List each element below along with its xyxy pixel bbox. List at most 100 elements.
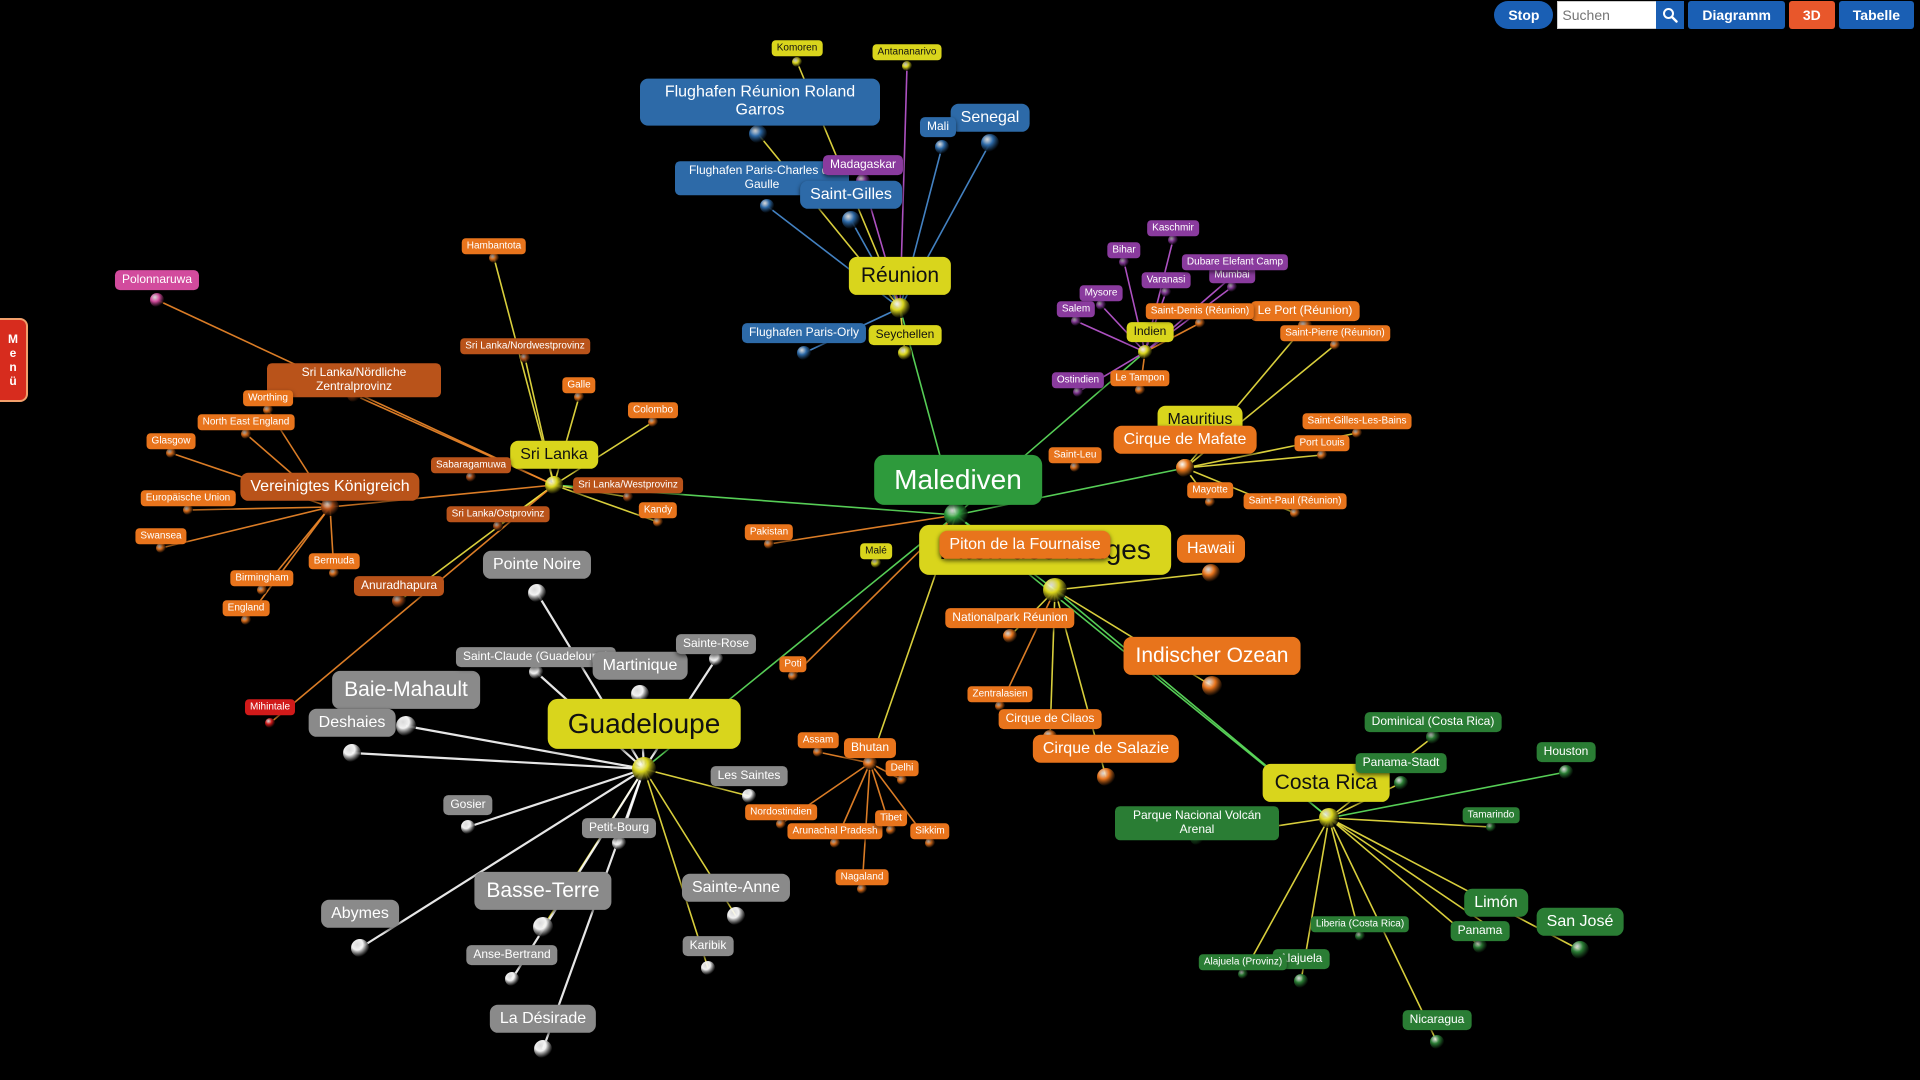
node-sphere-varanasi[interactable] [1161, 287, 1171, 297]
node-sphere-nagaland[interactable] [857, 884, 867, 894]
node-sphere-flughafen_cdg[interactable] [760, 199, 774, 213]
node-label-panamastadt[interactable]: Panama-Stadt [1355, 753, 1447, 773]
node-sphere-guadeloupe[interactable] [632, 757, 656, 781]
node-label-arenal[interactable]: Parque Nacional Volcán Arenal [1115, 806, 1279, 840]
node-label-poti[interactable]: Poti [779, 656, 807, 672]
node-sphere-cirque_mafate[interactable] [1176, 459, 1194, 477]
node-sphere-anuradhapura[interactable] [392, 594, 406, 608]
node-sphere-panama[interactable] [1473, 939, 1487, 953]
node-label-galle[interactable]: Galle [562, 377, 596, 393]
node-sphere-alajuela[interactable] [1294, 974, 1308, 988]
node-sphere-lessaintes[interactable] [742, 789, 756, 803]
node-label-delhi[interactable]: Delhi [885, 760, 919, 776]
node-sphere-costarica[interactable] [1319, 808, 1339, 828]
node-label-northeast[interactable]: North East England [197, 414, 295, 430]
node-sphere-male[interactable] [871, 558, 881, 568]
node-label-saintclaude[interactable]: Saint-Claude (Guadeloupe) [455, 647, 617, 667]
node-sphere-komoren[interactable] [792, 57, 802, 67]
node-label-houston[interactable]: Houston [1536, 742, 1596, 762]
node-sphere-pitonneiges[interactable] [1043, 578, 1067, 602]
node-label-sabaragamuwa[interactable]: Sabaragamuwa [430, 457, 512, 473]
node-sphere-nicaragua[interactable] [1430, 1035, 1444, 1049]
node-label-nordostindien[interactable]: Nordostindien [745, 804, 817, 820]
node-sphere-tibet[interactable] [886, 825, 896, 835]
node-label-ansebertrand[interactable]: Anse-Bertrand [466, 945, 558, 965]
node-sphere-zentralasien[interactable] [995, 701, 1005, 711]
node-sphere-galle[interactable] [574, 392, 584, 402]
node-label-swansea[interactable]: Swansea [135, 528, 187, 544]
node-sphere-deshaies[interactable] [343, 744, 361, 762]
node-sphere-sainteanne[interactable] [727, 907, 745, 925]
node-sphere-flughafen_orly[interactable] [797, 346, 811, 360]
node-sphere-polonnaruwa[interactable] [150, 293, 164, 307]
node-label-senegal[interactable]: Senegal [950, 103, 1030, 133]
node-label-mali[interactable]: Mali [919, 117, 957, 137]
node-sphere-pointenoire[interactable] [528, 584, 546, 602]
node-label-reunion[interactable]: Réunion [848, 256, 952, 296]
node-sphere-cirque_salazie[interactable] [1097, 768, 1115, 786]
node-sphere-antananarivo[interactable] [902, 61, 912, 71]
node-label-panama[interactable]: Panama [1450, 921, 1510, 941]
node-label-pakistan[interactable]: Pakistan [744, 524, 794, 540]
node-sphere-birmingham[interactable] [257, 585, 267, 595]
node-sphere-gosier[interactable] [461, 820, 475, 834]
node-label-mihintale[interactable]: Mihintale [244, 699, 296, 715]
node-sphere-bihar[interactable] [1119, 257, 1129, 267]
node-label-varanasi[interactable]: Varanasi [1141, 272, 1191, 288]
node-sphere-hawaii[interactable] [1202, 564, 1220, 582]
node-sphere-saintclaude[interactable] [529, 665, 543, 679]
node-label-saintgilles[interactable]: Saint-Gilles [800, 180, 902, 210]
node-label-guadeloupe[interactable]: Guadeloupe [547, 698, 741, 750]
node-label-sanjose[interactable]: San José [1536, 907, 1624, 937]
node-label-srilanka_ost[interactable]: Sri Lanka/Ostprovinz [446, 506, 550, 522]
node-sphere-flughafen_roland[interactable] [749, 125, 767, 143]
node-label-pointenoire[interactable]: Pointe Noire [482, 550, 592, 580]
node-sphere-pakistan[interactable] [764, 539, 774, 549]
node-label-male[interactable]: Malé [860, 543, 892, 559]
node-label-ladesirade[interactable]: La Désirade [489, 1004, 597, 1034]
search-button[interactable] [1656, 1, 1685, 29]
node-sphere-bermuda[interactable] [329, 568, 339, 578]
node-sphere-petitbourg[interactable] [612, 836, 626, 850]
node-sphere-sainterose[interactable] [709, 652, 723, 666]
node-label-indien[interactable]: Indien [1126, 322, 1174, 342]
node-sphere-glasgow[interactable] [166, 448, 176, 458]
node-label-baiemahault[interactable]: Baie-Mahault [332, 670, 480, 710]
node-label-sainterose[interactable]: Sainte-Rose [675, 634, 757, 654]
node-sphere-saintleu[interactable] [1070, 462, 1080, 472]
node-label-liberia[interactable]: Liberia (Costa Rica) [1310, 916, 1410, 932]
node-label-assam[interactable]: Assam [797, 732, 839, 748]
node-label-flughafen_orly[interactable]: Flughafen Paris-Orly [741, 323, 867, 343]
node-sphere-letampon[interactable] [1135, 385, 1145, 395]
view-3d-button[interactable]: 3D [1788, 1, 1835, 29]
node-sphere-mali[interactable] [935, 140, 949, 154]
node-sphere-reunion[interactable] [890, 298, 910, 318]
node-sphere-indischer_ozean[interactable] [1202, 676, 1222, 696]
node-sphere-srilanka_ost[interactable] [493, 521, 503, 531]
node-label-martinique[interactable]: Martinique [592, 651, 688, 681]
node-sphere-saintgilles[interactable] [842, 211, 860, 229]
node-label-deshaies[interactable]: Deshaies [308, 708, 396, 738]
node-label-saintdenis[interactable]: Saint-Denis (Réunion) [1145, 303, 1255, 319]
node-sphere-bhutan[interactable] [863, 756, 877, 770]
node-sphere-senegal[interactable] [981, 134, 999, 152]
node-label-petitbourg[interactable]: Petit-Bourg [581, 818, 657, 838]
node-label-saintleu[interactable]: Saint-Leu [1048, 447, 1102, 463]
node-label-pitonfournaise[interactable]: Piton de la Fournaise [939, 530, 1111, 560]
node-sphere-sikkim[interactable] [925, 838, 935, 848]
node-sphere-salem[interactable] [1071, 316, 1081, 326]
node-label-saintpierre[interactable]: Saint-Pierre (Réunion) [1280, 325, 1390, 341]
node-label-hambantota[interactable]: Hambantota [461, 238, 527, 254]
node-sphere-worthing[interactable] [263, 405, 273, 415]
node-label-abymes[interactable]: Abymes [321, 899, 399, 929]
stop-button[interactable]: Stop [1494, 1, 1554, 29]
node-sphere-dominical[interactable] [1426, 730, 1440, 744]
node-sphere-malediven[interactable] [944, 503, 968, 527]
node-sphere-tamarindo[interactable] [1486, 822, 1496, 832]
node-sphere-northeast[interactable] [241, 429, 251, 439]
node-sphere-sabaragamuwa[interactable] [466, 472, 476, 482]
node-label-anuradhapura[interactable]: Anuradhapura [353, 576, 445, 596]
node-label-antananarivo[interactable]: Antananarivo [872, 44, 942, 60]
node-sphere-panamastadt[interactable] [1394, 776, 1408, 790]
node-label-mayotte[interactable]: Mayotte [1187, 482, 1233, 498]
